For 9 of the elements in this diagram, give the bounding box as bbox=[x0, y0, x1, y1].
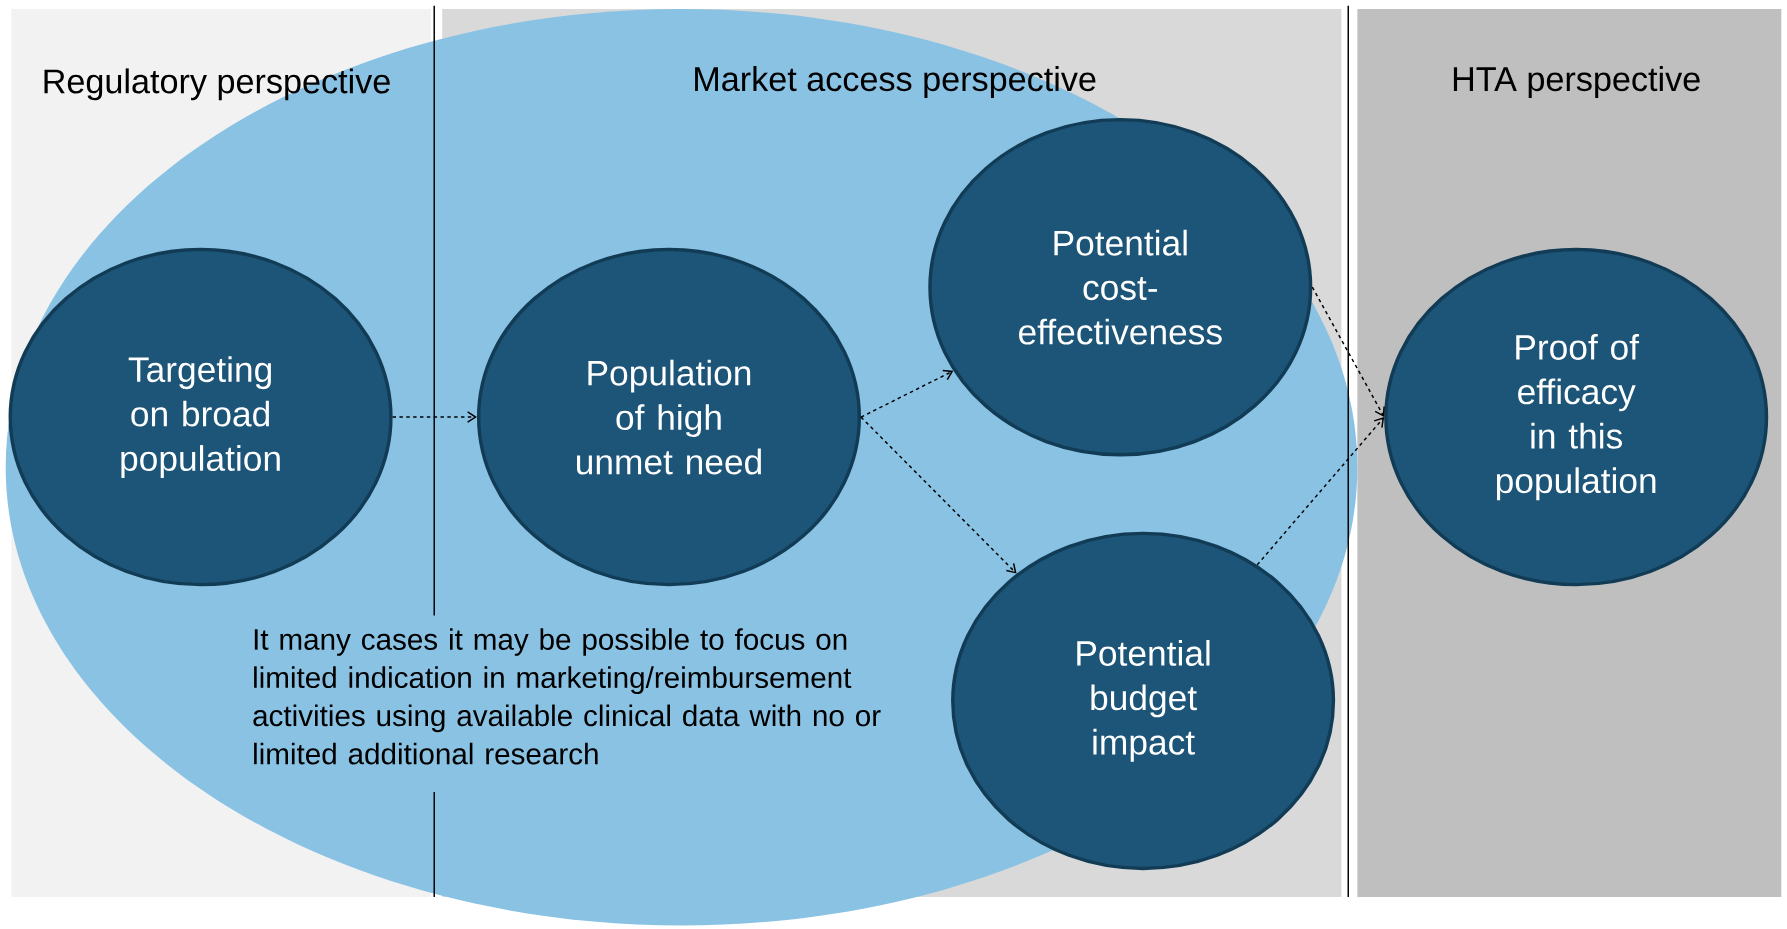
note-text: It many cases it may be possible to focus on limited indication in marketing/reimbursement activities using available clinical data with no or limited additional research bbox=[253, 628, 881, 765]
arrow bbox=[1256, 417, 1385, 566]
arrow bbox=[860, 416, 1017, 574]
arrow bbox=[1311, 286, 1385, 418]
panel-heading: Market access perspective bbox=[695, 66, 1096, 99]
panel-heading: Regulatory perspective bbox=[44, 68, 390, 101]
arrow bbox=[860, 369, 954, 418]
panel-heading: HTA perspective bbox=[1453, 66, 1700, 99]
arrow bbox=[391, 411, 477, 424]
